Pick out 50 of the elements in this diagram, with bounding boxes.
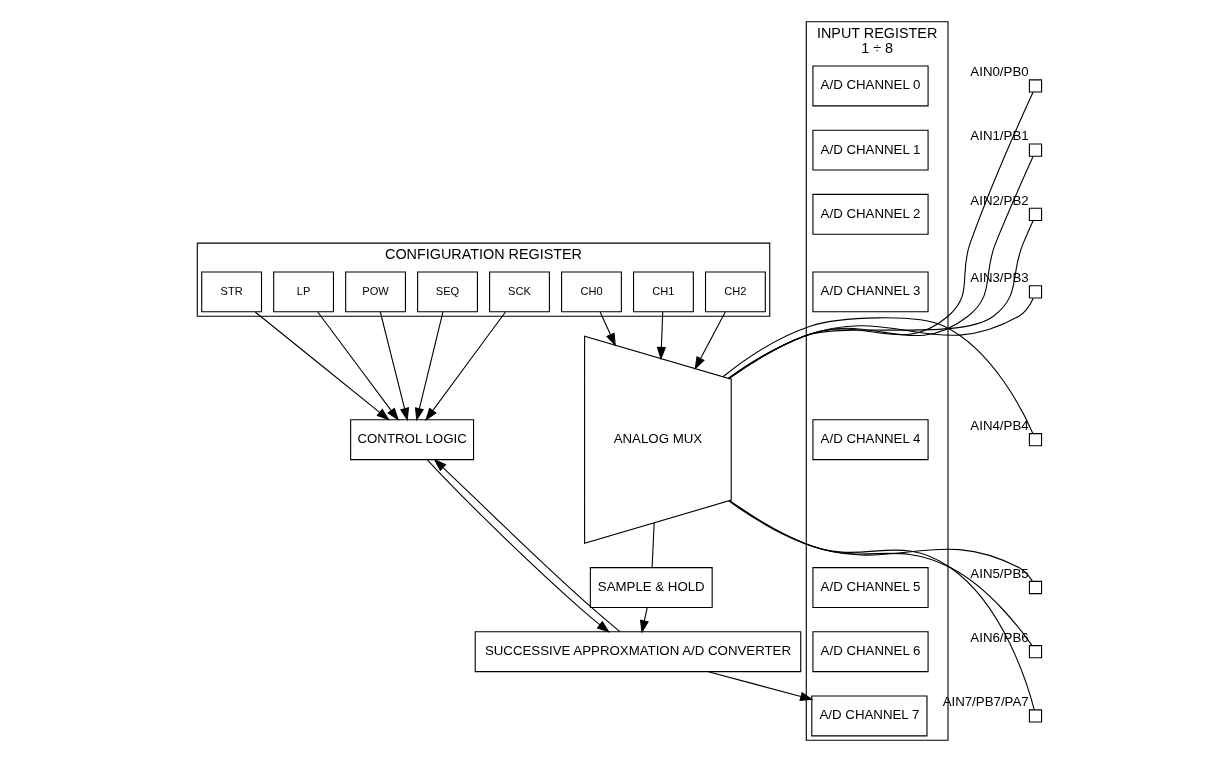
node-box: [1028, 645, 1043, 659]
node-box: A/D CHANNEL 0: [812, 65, 929, 107]
node-box: A/D CHANNEL 2: [812, 193, 929, 235]
arrow: [317, 311, 399, 421]
node-box: [1028, 207, 1043, 221]
node-box: A/D CHANNEL 5: [812, 567, 929, 608]
node-box: A/D CHANNEL 3: [812, 271, 929, 313]
node-label: AIN5/PB5: [970, 565, 1029, 581]
node-box: CH1: [633, 271, 694, 313]
node-box: CH0: [561, 271, 622, 313]
node-box: CH2: [704, 271, 766, 313]
arrow: [694, 311, 726, 370]
connector: [728, 500, 1033, 582]
arrow: [639, 607, 649, 634]
node-box: A/D CHANNEL 1: [812, 129, 929, 171]
arrow: [656, 311, 667, 361]
connector: [651, 522, 655, 568]
connector: [729, 500, 1033, 646]
node-box: A/D CHANNEL 7: [811, 695, 928, 737]
node-box: ANALOG MUX: [584, 335, 732, 544]
node-box: [1028, 143, 1043, 157]
node-box: A/D CHANNEL 6: [812, 631, 929, 673]
arrow: [414, 311, 444, 422]
node-box: STR: [201, 271, 263, 313]
node-box: [1028, 580, 1043, 595]
node-box: SEQ: [417, 271, 478, 313]
connector: [729, 500, 1035, 711]
node-box: SCK: [489, 271, 550, 313]
node-box: LP: [273, 271, 335, 313]
node-box: SAMPLE & HOLD: [589, 567, 713, 608]
arrow: [425, 311, 506, 421]
connector: [728, 91, 1034, 379]
node-box: [1028, 709, 1043, 723]
connector: [727, 220, 1034, 379]
node-box: [1028, 285, 1043, 299]
arrow: [254, 311, 390, 421]
node-box: A/D CHANNEL 4: [812, 419, 929, 461]
node-box: CONTROL LOGIC: [350, 419, 475, 461]
connector: [727, 297, 1034, 379]
connector: [728, 156, 1034, 379]
node-label: AIN0/PB0: [970, 64, 1029, 80]
arrow: [707, 671, 814, 701]
node-box: SUCCESSIVE APPROXMATION A/D CONVERTER: [474, 631, 802, 673]
node-label: AIN4/PB4: [970, 417, 1029, 433]
node-box: [1028, 79, 1043, 93]
node-box: [1028, 433, 1043, 447]
arrow: [599, 311, 616, 347]
arrow: [379, 311, 409, 422]
connector: [722, 317, 1034, 434]
node-box: POW: [345, 271, 406, 313]
